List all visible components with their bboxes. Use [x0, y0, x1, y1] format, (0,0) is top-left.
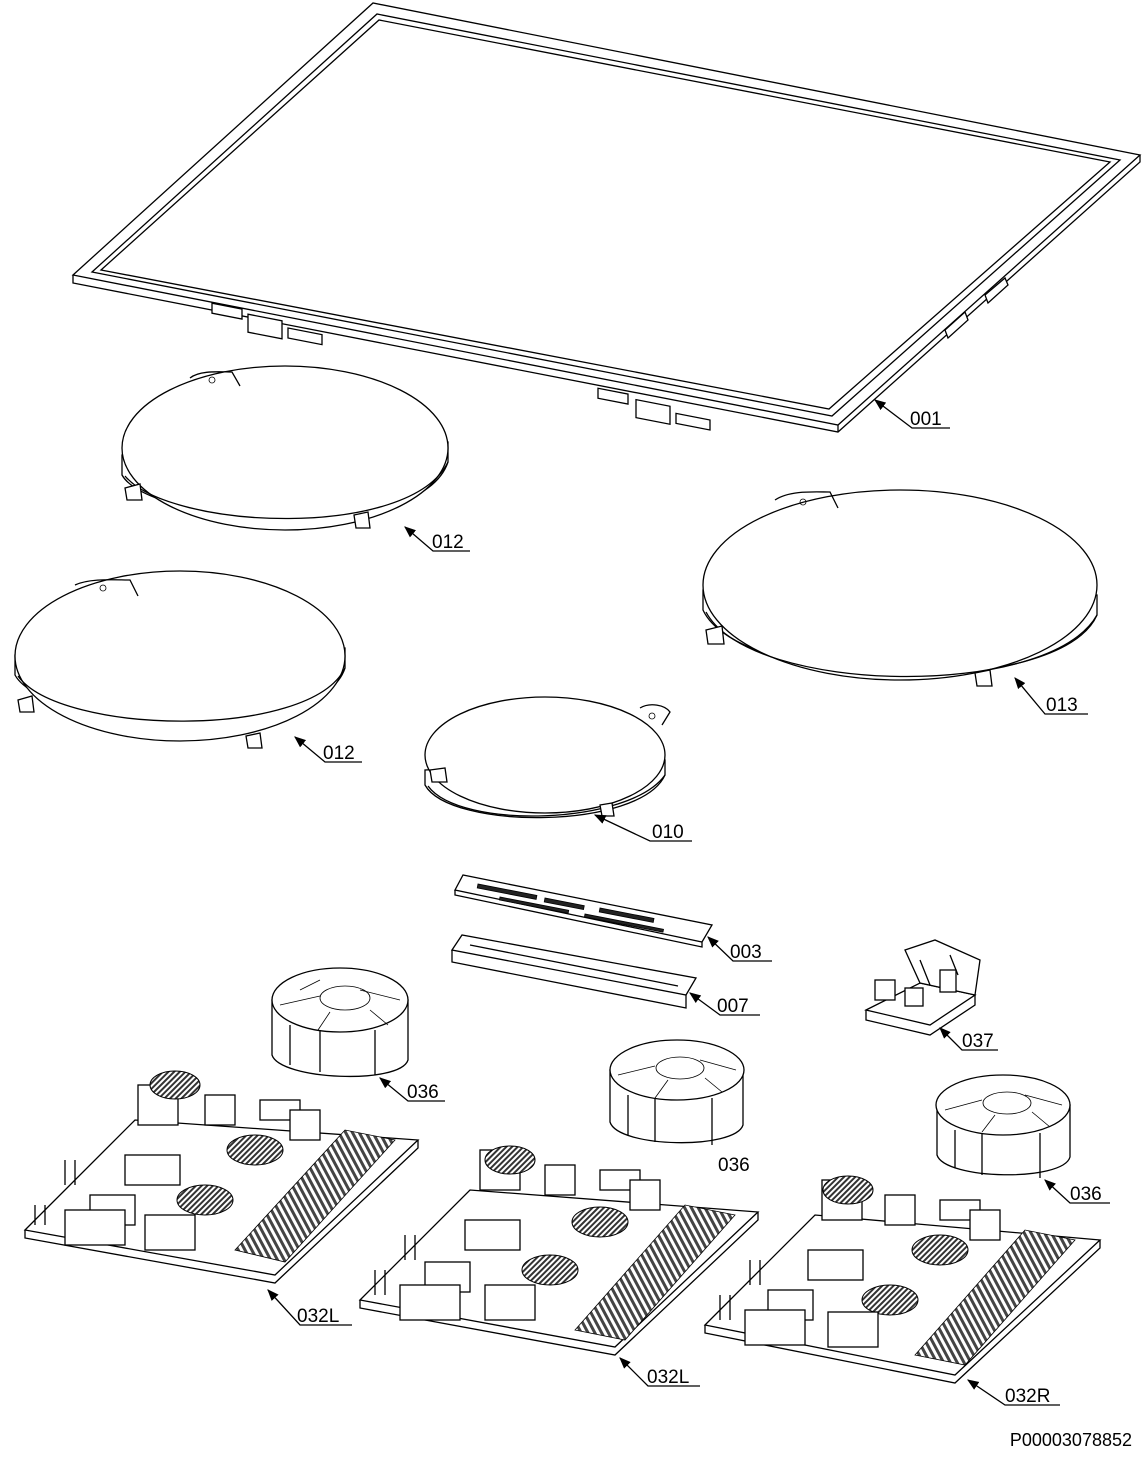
- callout-001: 001: [874, 399, 950, 430]
- induction-coil-large: [702, 489, 1098, 687]
- control-board: [454, 874, 714, 948]
- callout-036-left: 036: [379, 1077, 445, 1103]
- cooling-fan-left: [271, 967, 409, 1078]
- label-012-rear: 012: [432, 532, 464, 553]
- label-013: 013: [1046, 695, 1078, 716]
- power-board-right: [703, 1175, 1102, 1384]
- label-032L-center: 032L: [647, 1367, 689, 1388]
- induction-coil-front-left: [14, 570, 346, 749]
- label-032L-left: 032L: [297, 1306, 339, 1327]
- label-036-left: 036: [407, 1082, 439, 1103]
- power-board-center: [358, 1145, 760, 1356]
- reference-code: P00003078852: [1010, 1430, 1132, 1450]
- label-003: 003: [730, 942, 762, 963]
- label-037: 037: [962, 1031, 994, 1052]
- label-010: 010: [652, 822, 684, 843]
- callout-012-rear: 012: [404, 526, 470, 553]
- label-036-right: 036: [1070, 1184, 1102, 1205]
- cooling-fan-right: [935, 1074, 1071, 1178]
- label-036-center: 036: [718, 1155, 750, 1176]
- callout-010: 010: [593, 814, 692, 843]
- cooktop-frame: [71, 2, 1142, 433]
- callout-032R: 032R: [967, 1379, 1060, 1407]
- callout-007: 007: [689, 992, 760, 1017]
- label-032R: 032R: [1005, 1386, 1050, 1407]
- control-board-holder: [450, 934, 698, 1009]
- label-001: 001: [910, 409, 942, 430]
- callout-003: 003: [707, 936, 772, 963]
- induction-coil-small: [424, 696, 671, 819]
- callout-012-front: 012: [294, 736, 362, 764]
- cooling-fan-center: [609, 1039, 745, 1145]
- induction-coil-rear-left: [121, 365, 449, 531]
- callout-037: 037: [939, 1027, 998, 1052]
- label-012-front: 012: [323, 743, 355, 764]
- callout-032L-left: 032L: [267, 1289, 352, 1327]
- callout-036-center: 036: [718, 1155, 750, 1176]
- power-board-left: [23, 1070, 420, 1284]
- label-007: 007: [717, 996, 749, 1017]
- callout-032L-center: 032L: [619, 1357, 700, 1388]
- filter-unit: [864, 939, 981, 1036]
- callout-036-right: 036: [1044, 1179, 1110, 1205]
- callout-013: 013: [1014, 677, 1088, 716]
